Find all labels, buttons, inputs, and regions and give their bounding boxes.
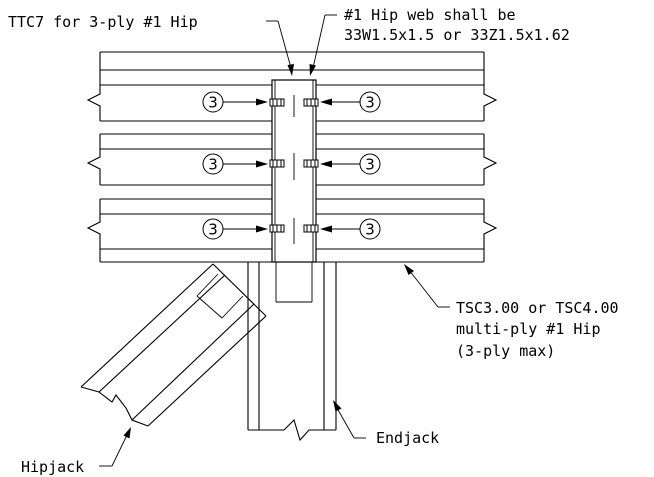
leader-lines bbox=[99, 14, 450, 467]
count-row3-left: 3 bbox=[208, 221, 218, 239]
tsc-label-line1: TSC3.00 or TSC4.00 bbox=[456, 299, 619, 317]
screw-icon bbox=[303, 98, 319, 107]
screw-icon bbox=[303, 224, 319, 233]
hip-web-label-line2: 33W1.5x1.5 or 33Z1.5x1.62 bbox=[344, 26, 570, 44]
screw-icon bbox=[303, 159, 319, 168]
screw-icon bbox=[269, 98, 285, 107]
count-row3-right: 3 bbox=[365, 221, 375, 239]
endjack-label: Endjack bbox=[376, 429, 439, 447]
fastener-callouts: 3 3 3 3 3 3 bbox=[202, 91, 381, 240]
screw-icon bbox=[269, 159, 285, 168]
hipjack-label: Hipjack bbox=[21, 458, 84, 476]
tsc-label-line3: (3-ply max) bbox=[456, 342, 555, 360]
count-row2-left: 3 bbox=[208, 156, 218, 174]
endjack-member bbox=[247, 262, 337, 442]
count-row2-right: 3 bbox=[365, 156, 375, 174]
count-row1-right: 3 bbox=[365, 94, 375, 112]
ttc7-hanger bbox=[271, 79, 317, 263]
ttc7-label: TTC7 for 3-ply #1 Hip bbox=[8, 13, 198, 31]
tsc-label-line2: multi-ply #1 Hip bbox=[456, 320, 601, 338]
callout-texts: TTC7 for 3-ply #1 Hip #1 Hip web shall b… bbox=[8, 6, 619, 476]
hipjack-member bbox=[80, 263, 267, 427]
hip-web-label-line1: #1 Hip web shall be bbox=[344, 6, 516, 24]
screw-group bbox=[269, 98, 319, 233]
count-row1-left: 3 bbox=[208, 94, 218, 112]
screw-icon bbox=[269, 224, 285, 233]
